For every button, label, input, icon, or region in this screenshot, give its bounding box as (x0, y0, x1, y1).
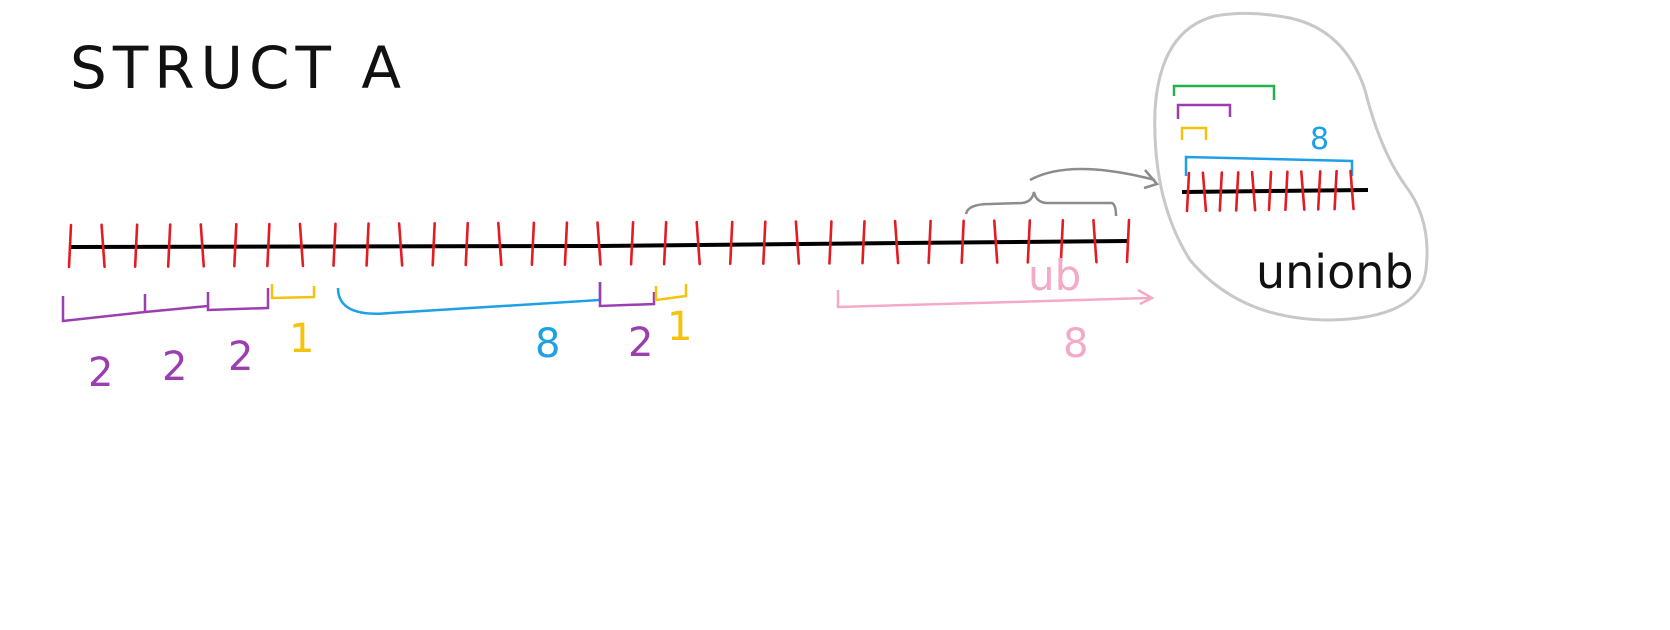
byte-tick-8 (298, 222, 305, 268)
byte-tick-27 (927, 219, 932, 265)
bracket-field-1 (61, 294, 147, 323)
byte-tick-23 (794, 220, 801, 265)
ub-curly-brace (964, 191, 1118, 217)
union-byte-tick-9 (1316, 170, 1322, 211)
ub-label: ub (1028, 251, 1081, 300)
pink-arrow-head (1137, 288, 1155, 306)
union-byte-tick-4 (1234, 171, 1240, 212)
union-byte-tick-2 (1201, 171, 1208, 213)
byte-tick-24 (828, 220, 833, 265)
byte-tick-15 (530, 221, 536, 267)
bracket-field-5 (336, 282, 602, 315)
byte-tick-16 (563, 221, 569, 266)
byte-tick-29 (992, 219, 999, 264)
union-byte-tick-7 (1284, 170, 1289, 212)
byte-tick-32 (1092, 218, 1098, 264)
bracket-field-4 (270, 284, 316, 300)
union-bracket-purple (1176, 103, 1232, 119)
union-byte-tick-6 (1267, 170, 1273, 212)
union-bracket-yellow (1180, 126, 1208, 140)
byte-tick-11 (397, 222, 404, 267)
bracket-field-3 (206, 288, 270, 312)
union-byte-tick-8 (1300, 170, 1306, 211)
byte-tick-13 (464, 221, 470, 267)
byte-tick-31 (1059, 219, 1065, 264)
diagram-title: STRUCT A (70, 34, 407, 102)
union-b-bubble (1153, 11, 1429, 322)
union-b-memory-line (1181, 188, 1369, 194)
ub-zoom-arrow (1029, 167, 1156, 182)
size-label-field-6: 2 (628, 320, 653, 366)
size-label-field-3: 2 (228, 334, 253, 380)
byte-tick-9 (332, 222, 337, 268)
byte-tick-20 (695, 220, 701, 266)
byte-tick-21 (728, 220, 734, 266)
union-b-byte-ticks (1185, 169, 1355, 213)
byte-tick-3 (133, 223, 139, 268)
byte-tick-30 (1026, 219, 1032, 264)
struct-a-byte-ticks (67, 218, 1131, 269)
size-label-field-4: 1 (289, 316, 314, 362)
union-b-label: unionb (1256, 245, 1414, 299)
bracket-field-8 (836, 290, 1151, 309)
byte-tick-25 (861, 219, 866, 265)
byte-tick-17 (596, 221, 602, 266)
byte-tick-19 (662, 220, 668, 266)
union-bracket-blue (1184, 155, 1354, 176)
byte-tick-6 (233, 222, 238, 268)
size-label-field-1: 2 (88, 350, 113, 396)
byte-tick-28 (960, 219, 965, 265)
byte-tick-18 (629, 221, 635, 266)
union-size-label: 8 (1310, 122, 1329, 157)
union-byte-tick-5 (1250, 170, 1257, 212)
union-byte-tick-11 (1349, 169, 1355, 211)
size-label-field-5: 8 (535, 321, 560, 367)
bracket-field-7 (654, 284, 688, 302)
byte-tick-33 (1125, 218, 1131, 264)
byte-tick-12 (431, 221, 436, 267)
byte-tick-2 (100, 223, 106, 269)
union-byte-tick-10 (1333, 169, 1338, 211)
byte-tick-1 (67, 223, 73, 269)
byte-tick-14 (497, 221, 503, 267)
byte-tick-10 (365, 222, 370, 267)
union-byte-tick-3 (1218, 171, 1224, 212)
byte-tick-26 (893, 219, 900, 265)
bracket-field-2 (144, 292, 210, 314)
union-bracket-green (1172, 84, 1276, 100)
union-byte-tick-1 (1185, 171, 1191, 213)
ub-zoom-arrow-head (1143, 169, 1160, 190)
size-label-field-8: 8 (1063, 321, 1088, 367)
size-label-field-2: 2 (162, 344, 187, 390)
byte-tick-7 (266, 222, 271, 268)
size-label-field-7: 1 (667, 304, 692, 350)
byte-tick-22 (762, 220, 767, 266)
byte-tick-5 (199, 223, 206, 268)
byte-tick-4 (166, 223, 172, 268)
bracket-field-6 (598, 282, 656, 308)
